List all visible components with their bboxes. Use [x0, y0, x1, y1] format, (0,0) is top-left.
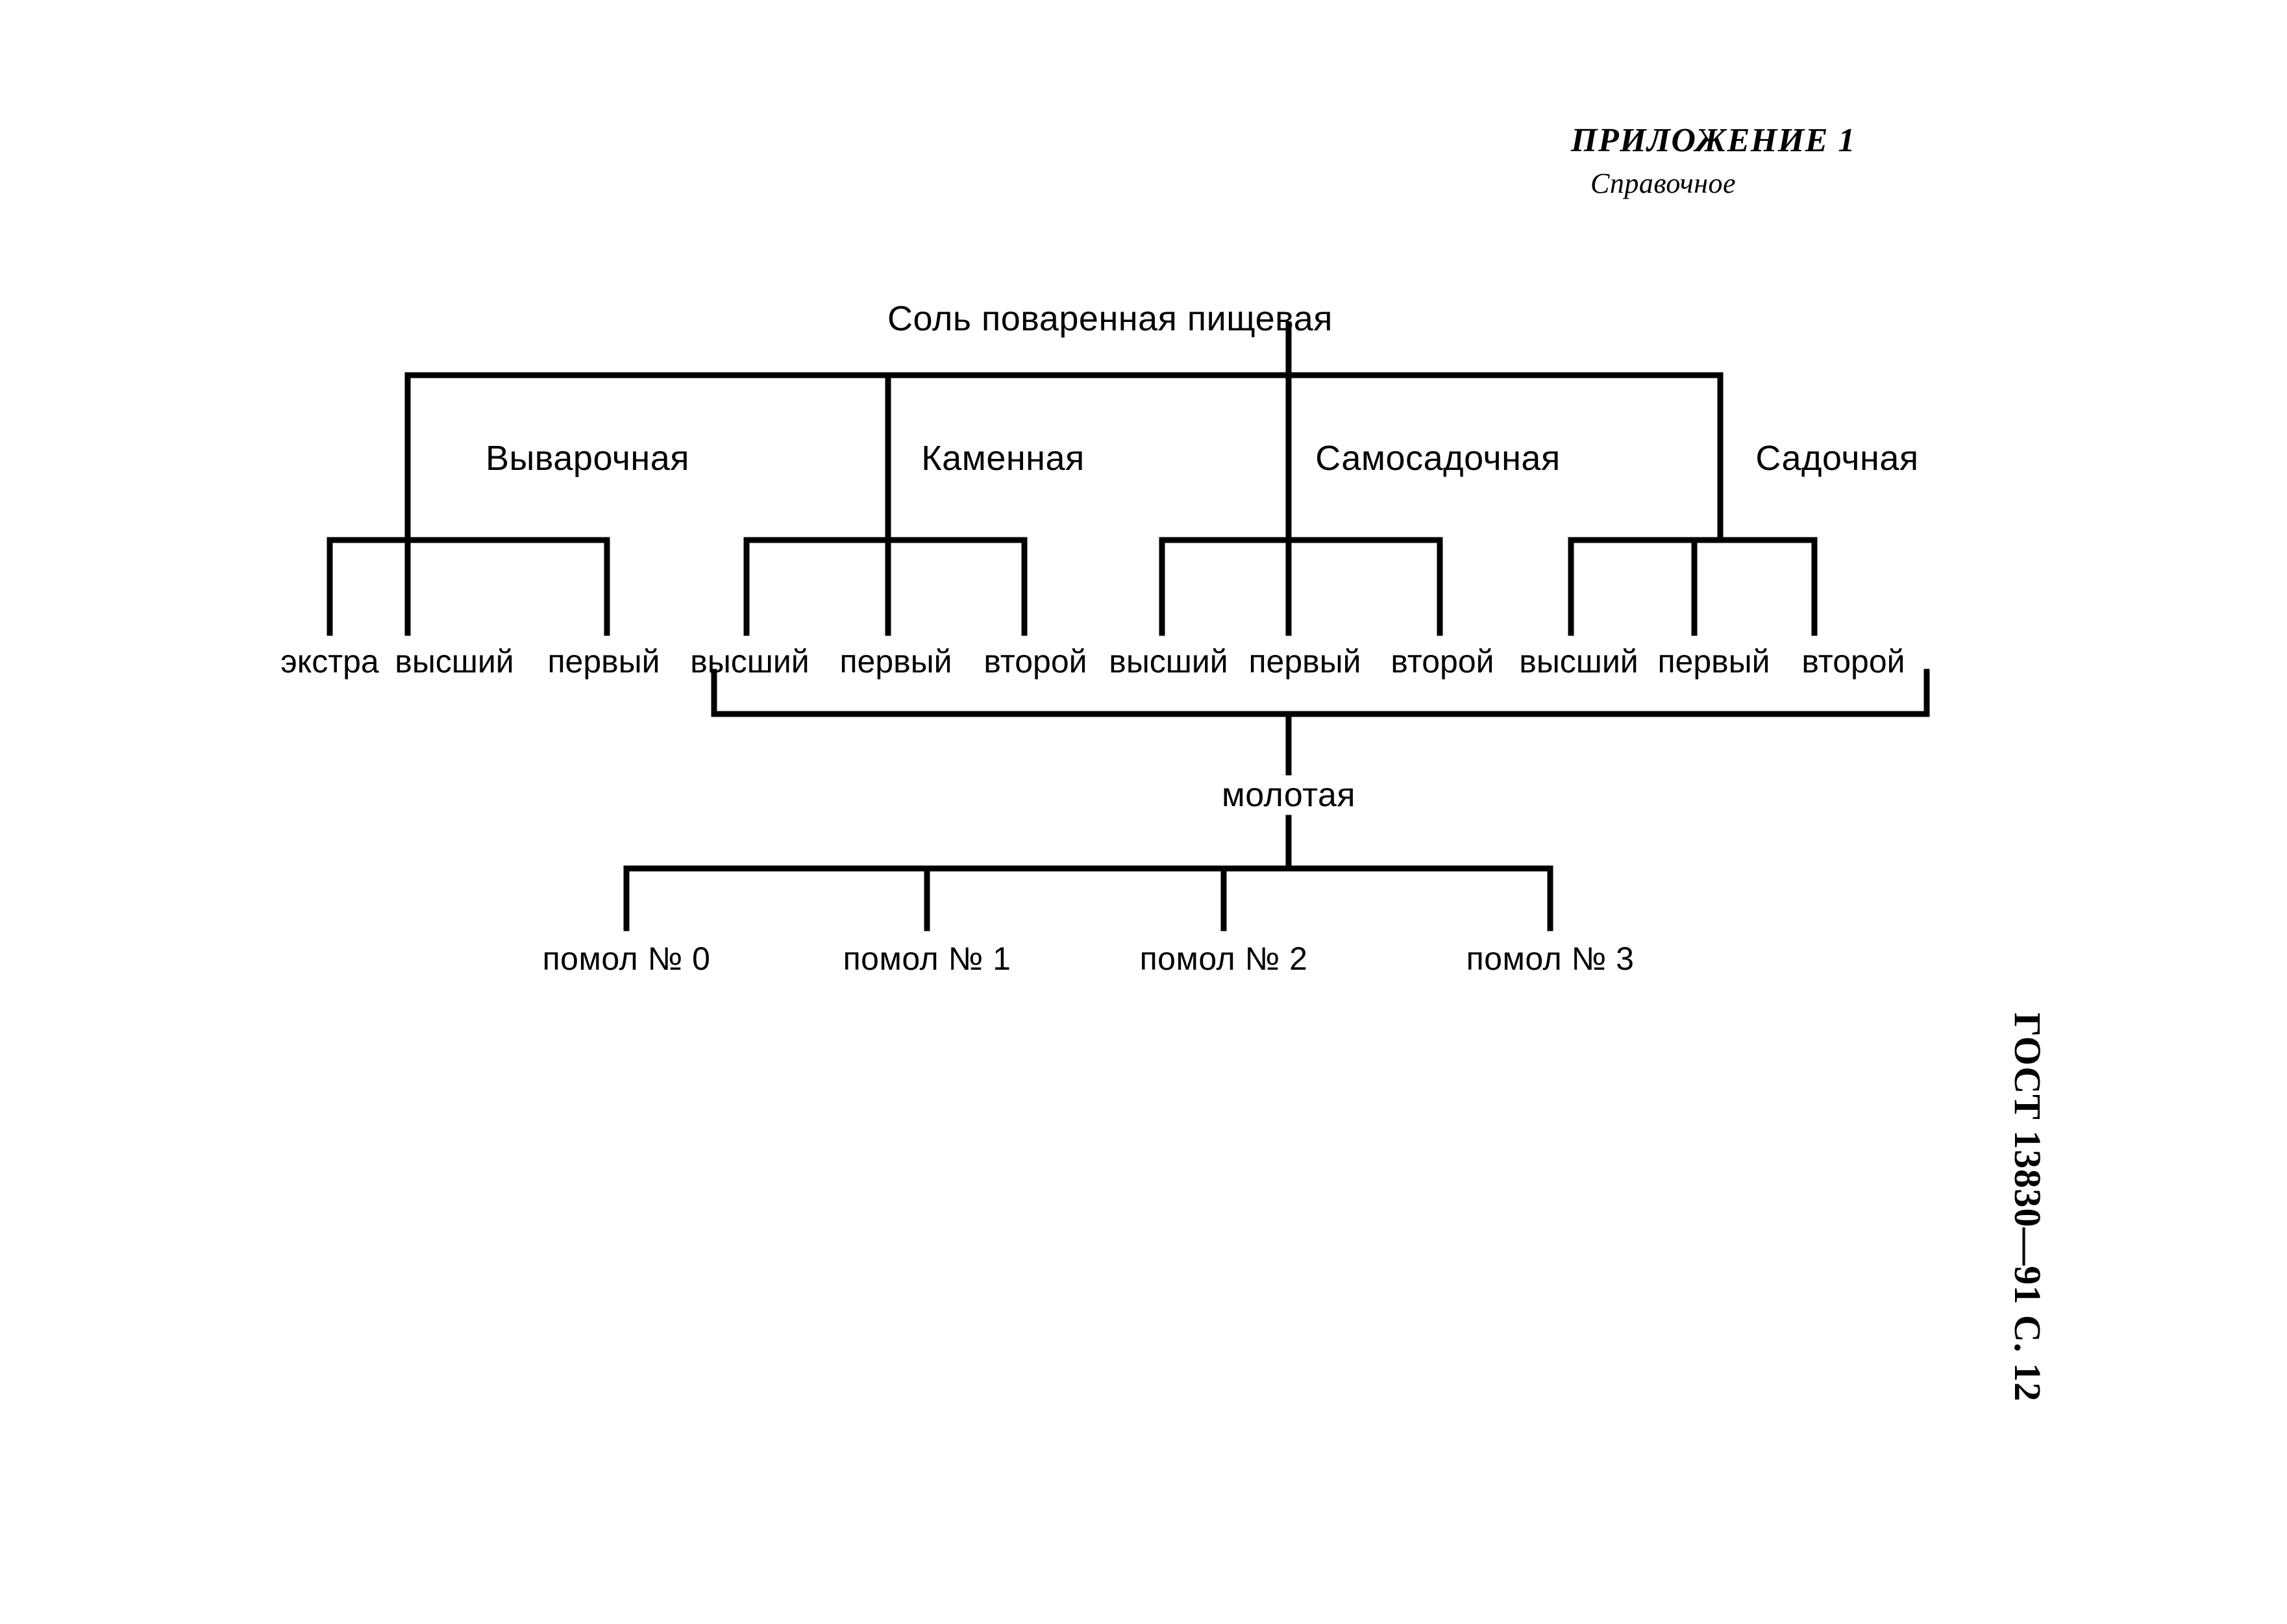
node-grade-5: первый	[839, 643, 952, 680]
node-grade-1: экстра	[280, 643, 379, 680]
node-type-sadochnaya: Садочная	[1755, 439, 1919, 478]
node-grade-4: высший	[690, 643, 810, 680]
node-grind-2: помол № 2	[1139, 941, 1308, 977]
annex-header: ПРИЛОЖЕНИЕ 1 Справочное	[1571, 123, 2051, 200]
node-type-samosadochnaya: Самосадочная	[1315, 439, 1561, 478]
node-grind-3: помол № 3	[1466, 941, 1635, 977]
node-grade-2: высший	[395, 643, 514, 680]
node-grade-7: высший	[1109, 643, 1228, 680]
node-grade-9: второй	[1391, 643, 1494, 680]
standard-reference-running-head: ГОСТ 13830—91 С. 12	[2007, 1013, 2049, 1402]
node-grade-3: первый	[547, 643, 660, 680]
node-grind-1: помол № 1	[843, 941, 1011, 977]
node-root-product: Соль поваренная пищевая	[887, 299, 1333, 338]
annex-title: ПРИЛОЖЕНИЕ 1	[1571, 122, 1856, 159]
node-grade-6: второй	[983, 643, 1087, 680]
node-grade-10: высший	[1519, 643, 1638, 680]
node-type-vyvarochnaya: Выварочная	[485, 439, 690, 478]
annex-subtitle: Справочное	[1590, 167, 1737, 199]
node-ground-molotaya: молотая	[1221, 776, 1356, 814]
node-grind-0: помол № 0	[542, 941, 711, 977]
node-grade-11: первый	[1657, 643, 1770, 680]
node-type-kamennaya: Каменная	[921, 439, 1085, 478]
node-grade-12: второй	[1801, 643, 1905, 680]
node-grade-8: первый	[1248, 643, 1361, 680]
